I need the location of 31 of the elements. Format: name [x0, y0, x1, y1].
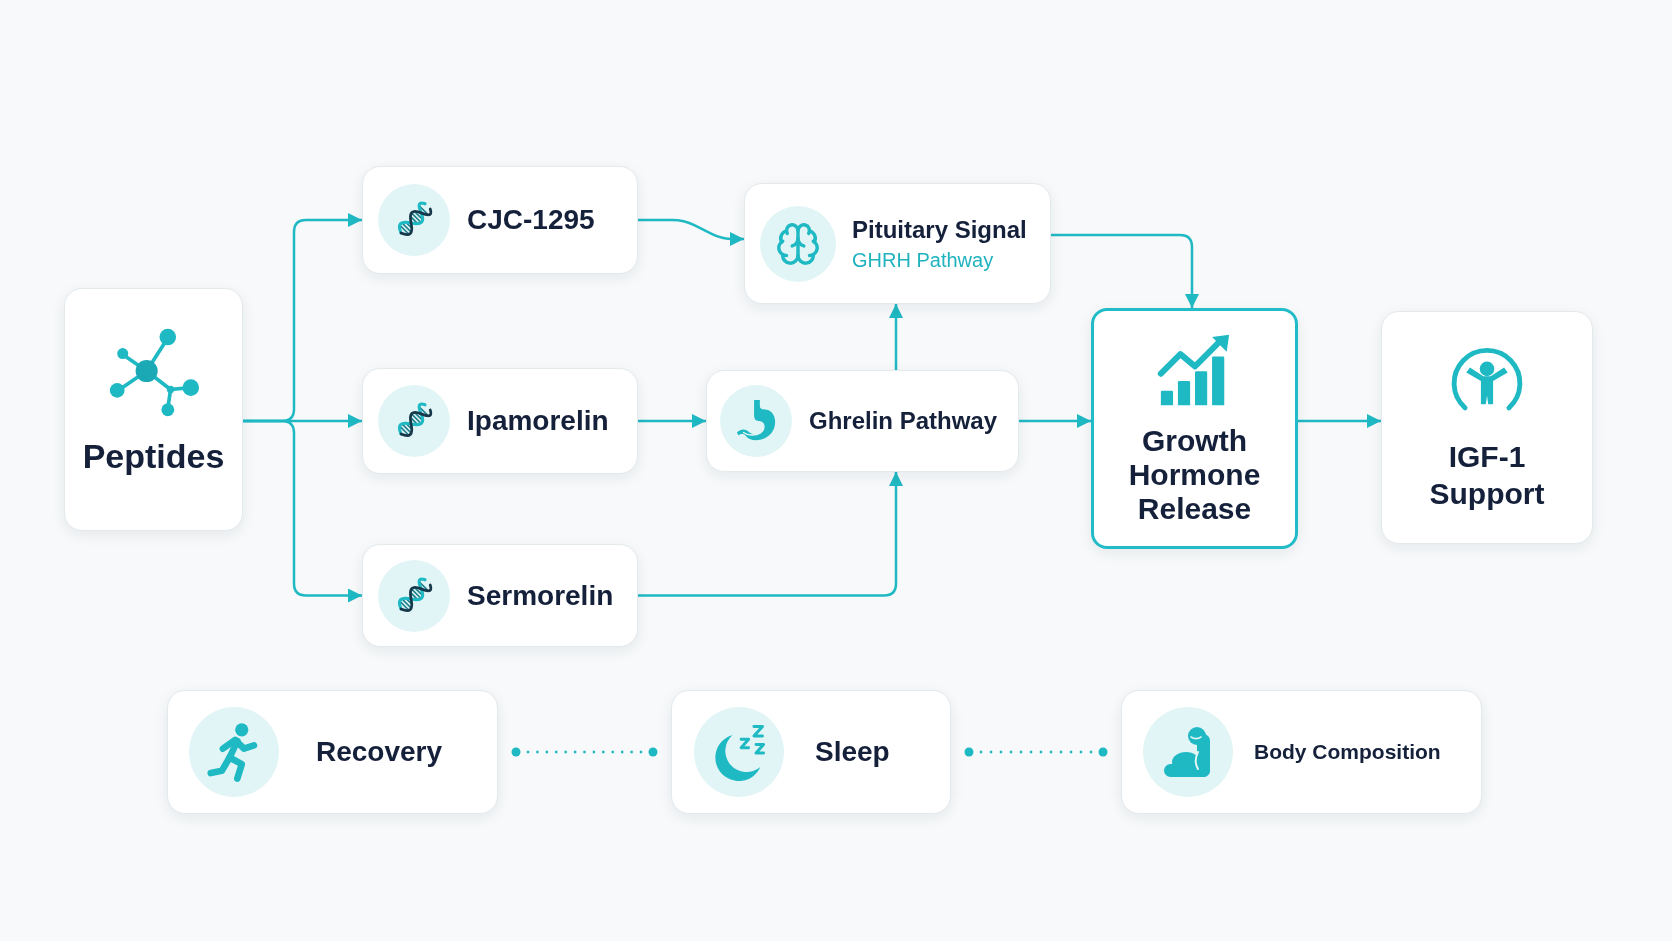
node-label: IGF-1 Support [1428, 438, 1546, 512]
arrow [638, 472, 903, 597]
arrow [1019, 414, 1091, 428]
process-card [362, 166, 638, 274]
node-label: Ghrelin Pathway [809, 406, 998, 436]
node-sublabel: GHRH Pathway [852, 247, 995, 273]
node-label: Growth Hormone Release [1127, 423, 1262, 526]
node-label: Recovery [316, 735, 443, 769]
process-card [362, 544, 638, 647]
node-label: Peptides [82, 435, 225, 476]
process-card [167, 690, 498, 814]
arrow [1051, 233, 1199, 308]
process-card [671, 690, 951, 814]
process-card [744, 183, 1051, 304]
process-card [1121, 690, 1482, 814]
process-card [1381, 311, 1593, 544]
process-card [362, 368, 638, 474]
arrow [638, 218, 744, 246]
highlighted-process-card [1091, 308, 1298, 549]
arrow [1298, 414, 1381, 428]
arrow [889, 304, 903, 370]
node-label: Ipamorelin [467, 404, 609, 438]
node-label: CJC-1295 [467, 203, 595, 237]
node-label: Sleep [815, 735, 890, 769]
node-label: Body Composition [1254, 739, 1441, 765]
node-label: Pituitary Signal [852, 214, 1027, 245]
node-label: Sermorelin [467, 578, 614, 613]
process-card [64, 288, 243, 531]
arrow [638, 414, 706, 428]
process-card [706, 370, 1019, 472]
arrow [243, 419, 362, 603]
